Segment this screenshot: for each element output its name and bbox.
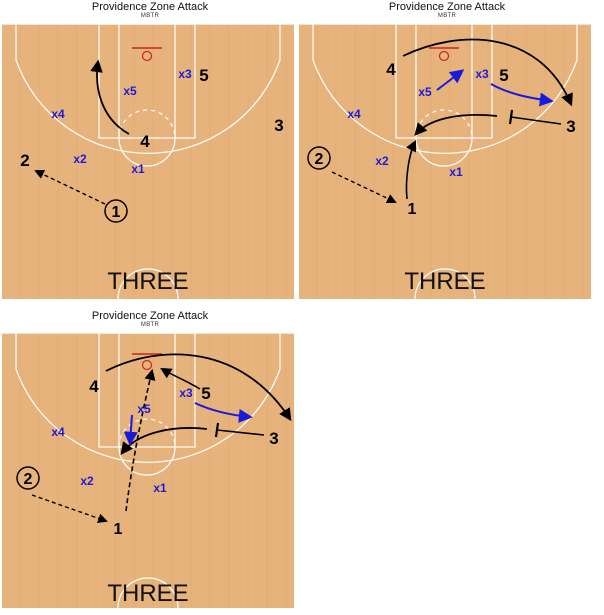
defender-shift-x3 bbox=[194, 402, 253, 423]
half-court: x1 x2 x3 x4 x5 1 2 3 4 5 THREE bbox=[2, 333, 294, 608]
court-floor bbox=[299, 24, 591, 299]
defender-label: x2 bbox=[80, 474, 94, 488]
cut-arrow-5 bbox=[120, 427, 208, 456]
defender-label: x4 bbox=[347, 107, 361, 121]
player-number: 3 bbox=[566, 117, 575, 136]
ball-handler-ring bbox=[307, 146, 331, 170]
diagram-title: Providence Zone Attack bbox=[91, 310, 209, 322]
defender-label: x3 bbox=[475, 67, 489, 81]
pass-arrow-1-to-2 bbox=[34, 169, 106, 205]
screen-line-3 bbox=[216, 429, 265, 436]
player-number: 2 bbox=[20, 151, 29, 170]
player-number: 1 bbox=[114, 521, 123, 538]
rim bbox=[141, 50, 153, 62]
player-number: 3 bbox=[274, 116, 283, 135]
player-number: 4 bbox=[386, 60, 396, 79]
cut-arrow-4 bbox=[402, 38, 573, 107]
player-number: 4 bbox=[89, 377, 99, 396]
defender-label: x1 bbox=[449, 165, 463, 179]
defender-label: x3 bbox=[178, 67, 192, 81]
play-label: THREE bbox=[107, 268, 188, 295]
pass-arrow-2-to-1 bbox=[331, 171, 397, 204]
diagram-subtitle: MBTR bbox=[140, 13, 160, 19]
half-court: x1 x2 x3 x4 x5 1 2 3 4 5 THREE bbox=[299, 24, 591, 299]
screen-line-3 bbox=[510, 116, 562, 125]
player-number: 3 bbox=[269, 429, 278, 448]
defender-label: x3 bbox=[179, 386, 193, 400]
half-court: x1 x2 x3 x4 x5 1 2 3 4 5 THREE bbox=[2, 24, 294, 299]
play-label: THREE bbox=[404, 268, 485, 295]
defender-label: x2 bbox=[375, 154, 389, 168]
defender-shift-x5 bbox=[123, 414, 138, 446]
play-label: THREE bbox=[107, 580, 188, 607]
player-number: 2 bbox=[24, 471, 33, 488]
court-floor bbox=[2, 333, 294, 608]
defender-label: x1 bbox=[153, 481, 167, 495]
diagram-subtitle: MBTR bbox=[140, 322, 160, 328]
court-lines bbox=[299, 24, 591, 299]
screen-bar-3 bbox=[214, 422, 220, 438]
diagram-subtitle: MBTR bbox=[437, 13, 457, 19]
wood-grain bbox=[19, 24, 287, 299]
diagram-panel-1: Providence Zone Attack MBTR x1 x2 x3 x4 bbox=[2, 0, 298, 306]
defender-label: x1 bbox=[131, 162, 145, 176]
cut-arrow-x3-side bbox=[160, 367, 201, 390]
screen-bar-3 bbox=[508, 109, 514, 125]
court-lines bbox=[2, 333, 294, 608]
diagram-panel-3: Providence Zone Attack MBTR bbox=[2, 309, 298, 615]
player-number: 2 bbox=[315, 151, 324, 168]
cut-arrow-4 bbox=[105, 353, 292, 422]
cut-arrow-4 bbox=[90, 59, 130, 135]
player-number: 5 bbox=[201, 384, 210, 403]
defender-shift-x5 bbox=[436, 69, 465, 91]
defender-label: x5 bbox=[418, 85, 432, 99]
ball-handler-ring bbox=[104, 199, 128, 223]
wood-grain bbox=[316, 24, 584, 299]
diagram-title: Providence Zone Attack bbox=[388, 1, 506, 13]
ball-handler-ring bbox=[16, 466, 40, 490]
cut-arrow-5 bbox=[414, 113, 498, 136]
rim bbox=[438, 50, 450, 62]
player-number: 4 bbox=[140, 132, 150, 151]
defender-label: x2 bbox=[73, 152, 87, 166]
defender-label: x5 bbox=[137, 402, 151, 416]
player-number: 1 bbox=[112, 204, 121, 221]
player-number: 5 bbox=[199, 66, 208, 85]
defender-shift-x3 bbox=[490, 83, 554, 107]
defender-label: x5 bbox=[123, 84, 137, 98]
pass-arrow-2-to-1 bbox=[31, 494, 108, 524]
player-number: 1 bbox=[408, 201, 417, 218]
diagram-panel-2: Providence Zone Attack MBTR bbox=[299, 0, 595, 306]
player-number: 5 bbox=[499, 66, 508, 85]
diagram-title: Providence Zone Attack bbox=[91, 1, 209, 13]
court-lines bbox=[2, 24, 294, 299]
court-floor bbox=[2, 24, 294, 299]
dribble-arrow-1 bbox=[405, 139, 417, 200]
defender-label: x4 bbox=[51, 107, 65, 121]
defender-label: x4 bbox=[51, 425, 65, 439]
